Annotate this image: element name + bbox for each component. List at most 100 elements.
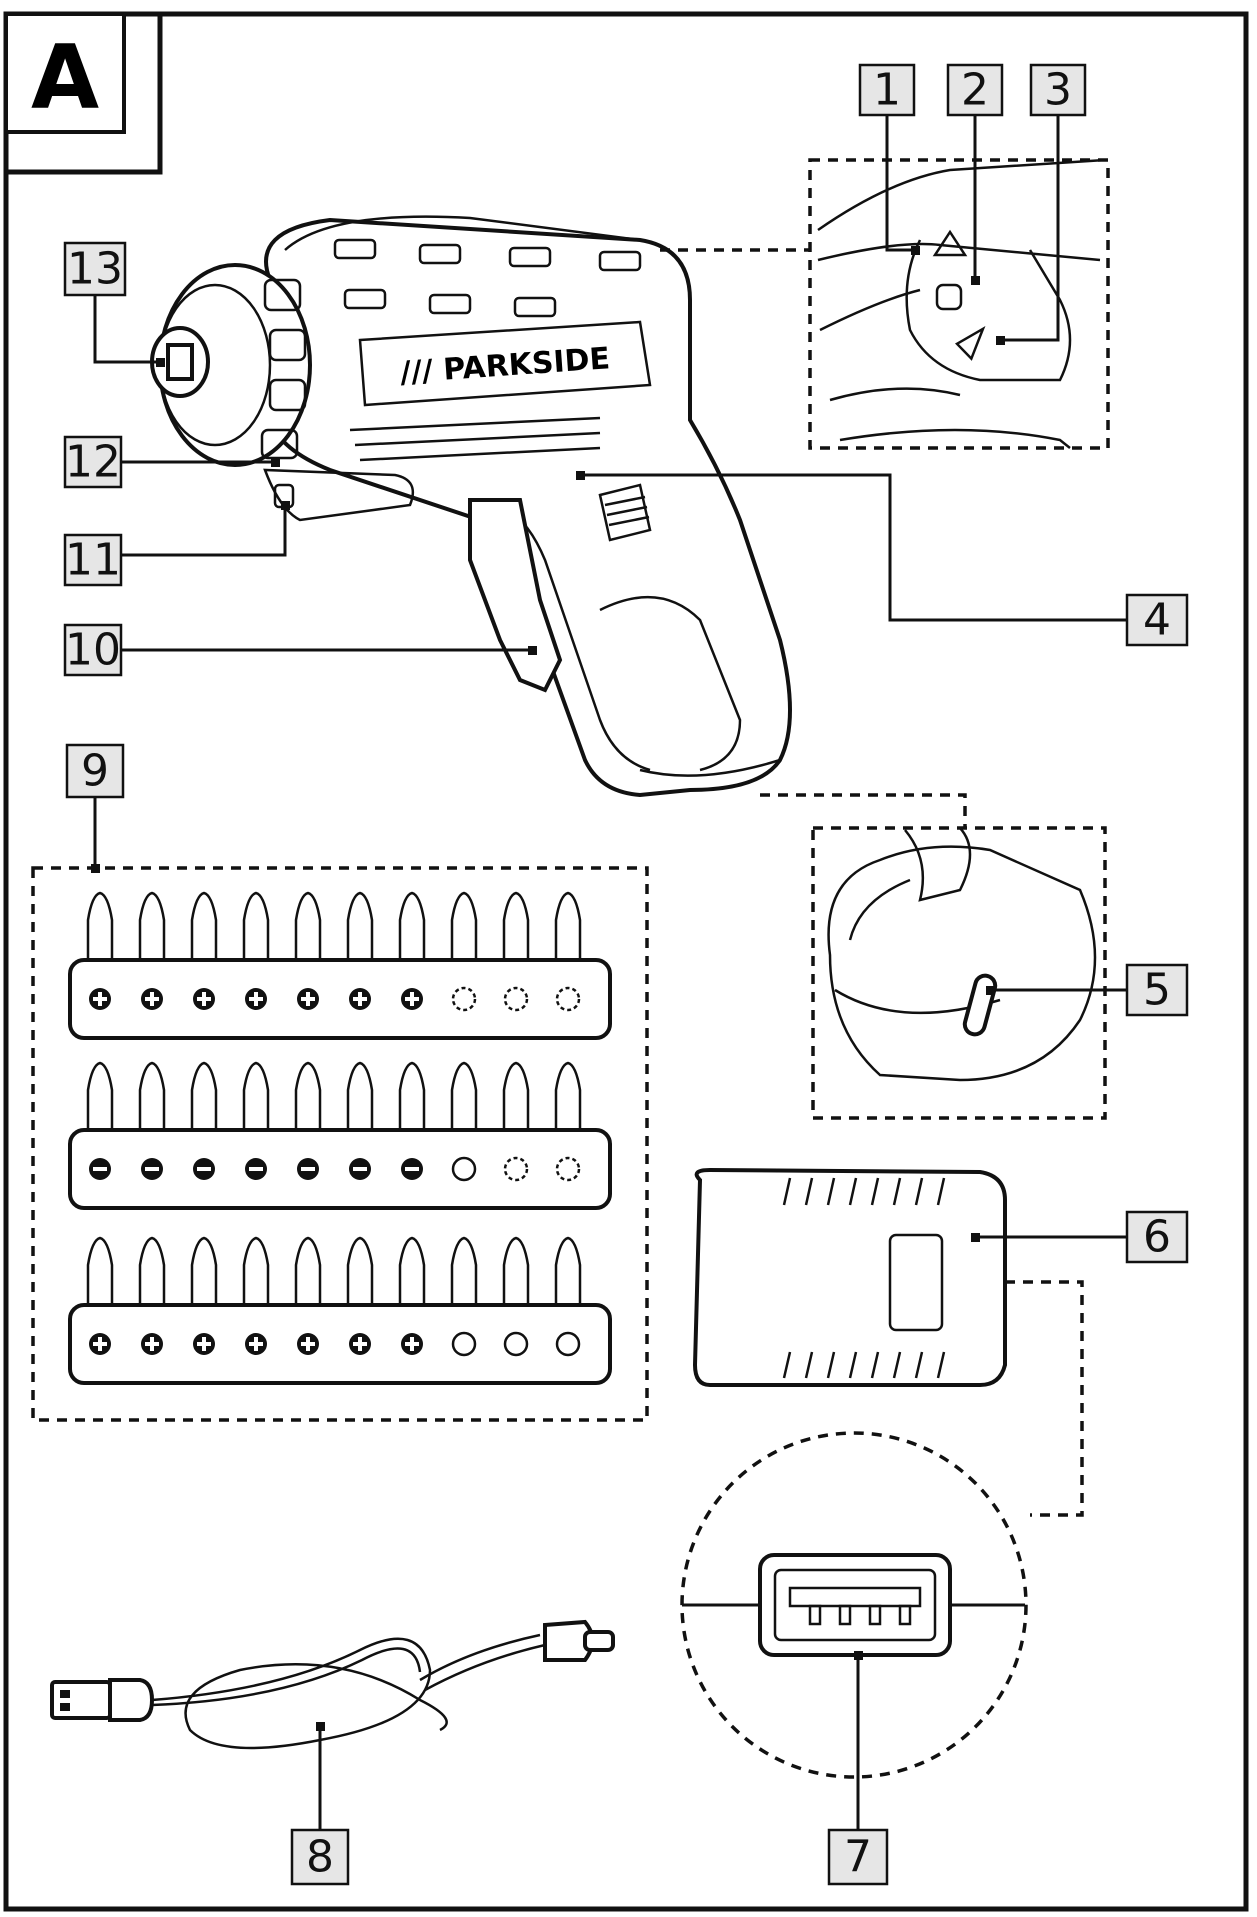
screwdriver-bit	[86, 891, 114, 960]
bit-symbol-circle	[503, 1331, 529, 1357]
leader-lines	[93, 110, 1127, 1835]
bit-symbol-minus	[193, 1158, 215, 1180]
screwdriver-bit	[138, 891, 166, 960]
bit-symbol-minus	[349, 1158, 371, 1180]
bit-symbol-star	[451, 986, 477, 1012]
svg-text:4: 4	[1143, 595, 1171, 646]
bit-symbol-plus	[297, 988, 319, 1010]
bit-symbol-minus	[245, 1158, 267, 1180]
bit-symbol-minus	[141, 1158, 163, 1180]
screwdriver-bit	[242, 1236, 270, 1305]
svg-text:2: 2	[961, 65, 989, 116]
screwdriver-illustration: /// PARKSIDE	[150, 215, 792, 798]
label-11: 11	[63, 533, 123, 587]
screwdriver-bit	[138, 1061, 166, 1130]
screwdriver-bit	[502, 1061, 530, 1130]
bit-symbol-plus	[141, 988, 163, 1010]
bit-symbol-plus	[89, 988, 111, 1010]
vent-slot	[870, 1351, 880, 1379]
bit-symbol-plus	[297, 1333, 319, 1355]
usb-cable	[50, 1619, 615, 1750]
svg-text:1: 1	[873, 65, 901, 116]
svg-text:5: 5	[1143, 965, 1171, 1016]
bit-symbol-circle	[555, 1331, 581, 1357]
svg-text:9: 9	[81, 746, 109, 797]
vent-slot	[848, 1177, 858, 1206]
label-9: 9	[65, 743, 125, 799]
vent-slot	[936, 1177, 946, 1206]
label-10: 10	[63, 623, 123, 677]
bit-holder	[68, 1303, 612, 1385]
vent-slot	[914, 1351, 924, 1379]
bit-symbol-plus	[401, 988, 423, 1010]
label-12: 12	[63, 435, 123, 489]
leader-charger-port	[1005, 1280, 1084, 1517]
outer-frame	[3, 11, 1249, 1912]
vent-slot	[826, 1177, 836, 1206]
screwdriver-bit	[554, 1061, 582, 1130]
svg-text:11: 11	[65, 535, 121, 586]
screwdriver-bit	[554, 891, 582, 960]
bit-symbol-plus	[193, 1333, 215, 1355]
bit-symbol-minus	[401, 1158, 423, 1180]
screwdriver-bit	[242, 891, 270, 960]
svg-text:8: 8	[306, 1832, 334, 1883]
screwdriver-bit	[294, 1061, 322, 1130]
detail-bottom-indicator	[811, 826, 1107, 1120]
screwdriver-bit	[450, 891, 478, 960]
screwdriver-bit	[294, 891, 322, 960]
label-2: 2	[946, 63, 1004, 117]
bit-row	[68, 1061, 612, 1210]
bit-symbol-plus	[141, 1333, 163, 1355]
svg-text:13: 13	[67, 244, 123, 295]
vent-slot	[892, 1177, 902, 1206]
label-6: 6	[1125, 1210, 1189, 1264]
screwdriver-bit	[346, 891, 374, 960]
screwdriver-bit	[398, 1236, 426, 1305]
screwdriver-bit	[190, 1061, 218, 1130]
leader-detail-bottom	[760, 793, 967, 828]
label-1: 1	[858, 63, 916, 117]
usb-charger	[692, 1167, 1007, 1387]
screwdriver-bit	[398, 891, 426, 960]
label-4: 4	[1125, 593, 1189, 647]
label-3: 3	[1029, 63, 1087, 117]
bit-set	[31, 866, 649, 1422]
screwdriver-bit	[346, 1236, 374, 1305]
vent-slot	[848, 1351, 858, 1379]
label-8: 8	[290, 1828, 350, 1886]
svg-text:6: 6	[1143, 1212, 1171, 1263]
label-13: 13	[63, 241, 127, 297]
bit-row	[68, 891, 612, 1040]
bit-holder	[68, 958, 612, 1040]
bit-symbol-circle	[451, 1331, 477, 1357]
bit-symbol-minus	[89, 1158, 111, 1180]
bit-symbol-minus	[297, 1158, 319, 1180]
screwdriver-bit	[294, 1236, 322, 1305]
figure-letter: A	[31, 26, 99, 129]
screwdriver-bit	[190, 1236, 218, 1305]
vent-slot	[804, 1351, 814, 1379]
bit-symbol-plus	[89, 1333, 111, 1355]
bit-row	[68, 1236, 612, 1385]
bit-symbol-star	[503, 1156, 529, 1182]
leader-dots	[91, 246, 1005, 1731]
label-5: 5	[1125, 963, 1189, 1017]
vent-slot	[870, 1177, 880, 1206]
bit-symbol-plus	[245, 988, 267, 1010]
bit-symbol-plus	[349, 1333, 371, 1355]
bit-symbol-star	[555, 1156, 581, 1182]
svg-text:7: 7	[844, 1832, 872, 1883]
screwdriver-bit	[450, 1236, 478, 1305]
vent-slot	[892, 1351, 902, 1379]
bit-symbol-plus	[245, 1333, 267, 1355]
vent-slot	[804, 1177, 814, 1206]
screwdriver-bit	[138, 1236, 166, 1305]
bit-symbol-plus	[349, 988, 371, 1010]
bit-holder	[68, 1128, 612, 1210]
bit-symbol-plus	[401, 1333, 423, 1355]
screwdriver-bit	[502, 891, 530, 960]
figure-letter-box: A	[4, 12, 163, 175]
screwdriver-bit	[450, 1061, 478, 1130]
